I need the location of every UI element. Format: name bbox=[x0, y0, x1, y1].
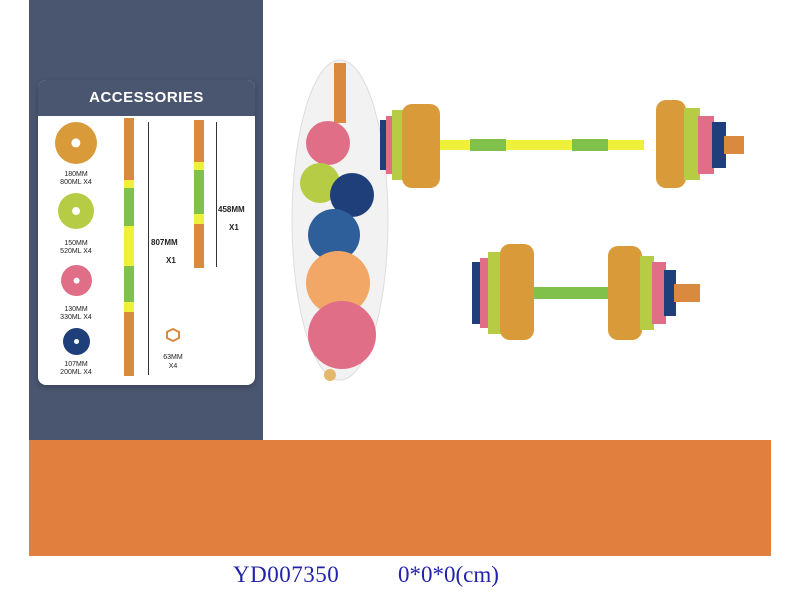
short-dumbbell-photo bbox=[472, 244, 700, 340]
plate-107-size: 107MM bbox=[64, 361, 88, 368]
nut-qty: X4 bbox=[168, 363, 178, 370]
plate-180-icon bbox=[55, 122, 97, 164]
short-bar-icon bbox=[194, 120, 204, 268]
packaged-product-photo bbox=[291, 59, 389, 381]
long-bar-dimension-line bbox=[148, 122, 149, 375]
short-bar-dimension-line bbox=[216, 122, 217, 267]
long-bar-qty: X1 bbox=[166, 256, 176, 265]
plate-107-qty: 200ML X4 bbox=[60, 369, 92, 376]
plate-130-qty: 330ML X4 bbox=[60, 314, 92, 321]
short-bar-qty: X1 bbox=[229, 223, 239, 232]
plate-150-qty: 520ML X4 bbox=[60, 248, 92, 255]
accessories-title: ACCESSORIES bbox=[38, 80, 255, 116]
plate-150-icon bbox=[58, 193, 94, 229]
plate-180-qty: 800ML X4 bbox=[60, 179, 92, 186]
nut-size: 63MM bbox=[163, 354, 183, 361]
long-barbell-photo bbox=[380, 100, 744, 188]
short-bar-length: 458MM bbox=[218, 205, 245, 214]
bottom-color-band bbox=[29, 440, 771, 556]
plate-130-size: 130MM bbox=[64, 306, 88, 313]
nut-icon bbox=[166, 328, 180, 342]
accessories-card: ACCESSORIES 180MM 800ML X4 150MM 520ML X… bbox=[38, 80, 255, 385]
long-bar-length: 807MM bbox=[151, 238, 178, 247]
product-code: YD007350 bbox=[233, 562, 340, 587]
plate-180-size: 180MM bbox=[64, 171, 88, 178]
plate-130-icon bbox=[61, 265, 92, 296]
long-bar-icon bbox=[124, 118, 134, 376]
plate-107-icon bbox=[63, 328, 90, 355]
product-size: 0*0*0(cm) bbox=[398, 562, 499, 587]
plate-150-size: 150MM bbox=[64, 240, 88, 247]
